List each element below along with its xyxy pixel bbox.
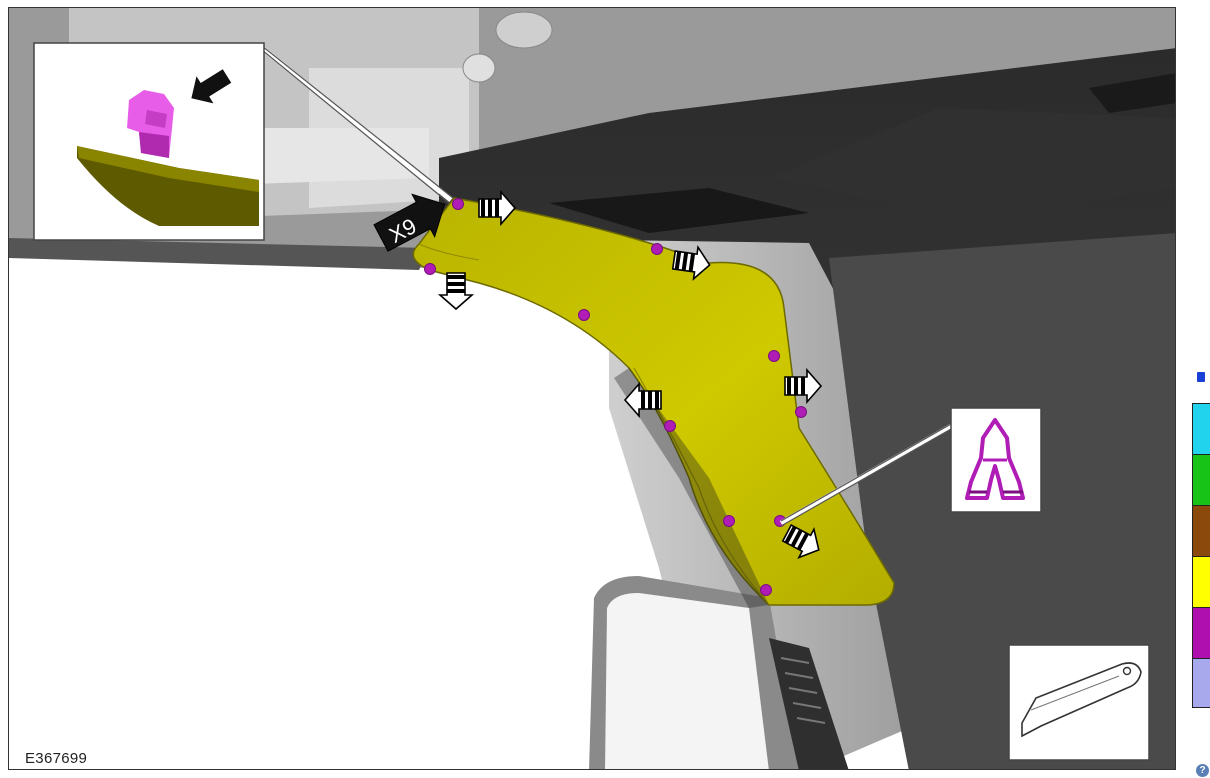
legend-swatch-brown (1193, 506, 1210, 557)
legend-swatch-lavender (1193, 659, 1210, 707)
legend-swatch-yellow (1193, 557, 1210, 608)
fastener-symbol-inset (950, 407, 1042, 513)
color-legend (1192, 403, 1210, 708)
legend-swatch-magenta (1193, 608, 1210, 659)
figure-id-label: E367699 (25, 750, 88, 767)
trim-tool-inset (1008, 644, 1150, 761)
quantity-callout (373, 193, 446, 252)
help-icon[interactable]: ? (1196, 764, 1209, 777)
diagram-figure: X9 E367699 (8, 7, 1176, 770)
clip-location-markers (424, 198, 807, 596)
edge-link-icon[interactable] (1197, 372, 1205, 382)
legend-swatch-cyan (1193, 404, 1210, 455)
removal-arrows (437, 189, 823, 559)
legend-swatch-green (1193, 455, 1210, 506)
trim-removal-illustration (9, 8, 1175, 769)
clip-detail-inset (33, 42, 265, 241)
